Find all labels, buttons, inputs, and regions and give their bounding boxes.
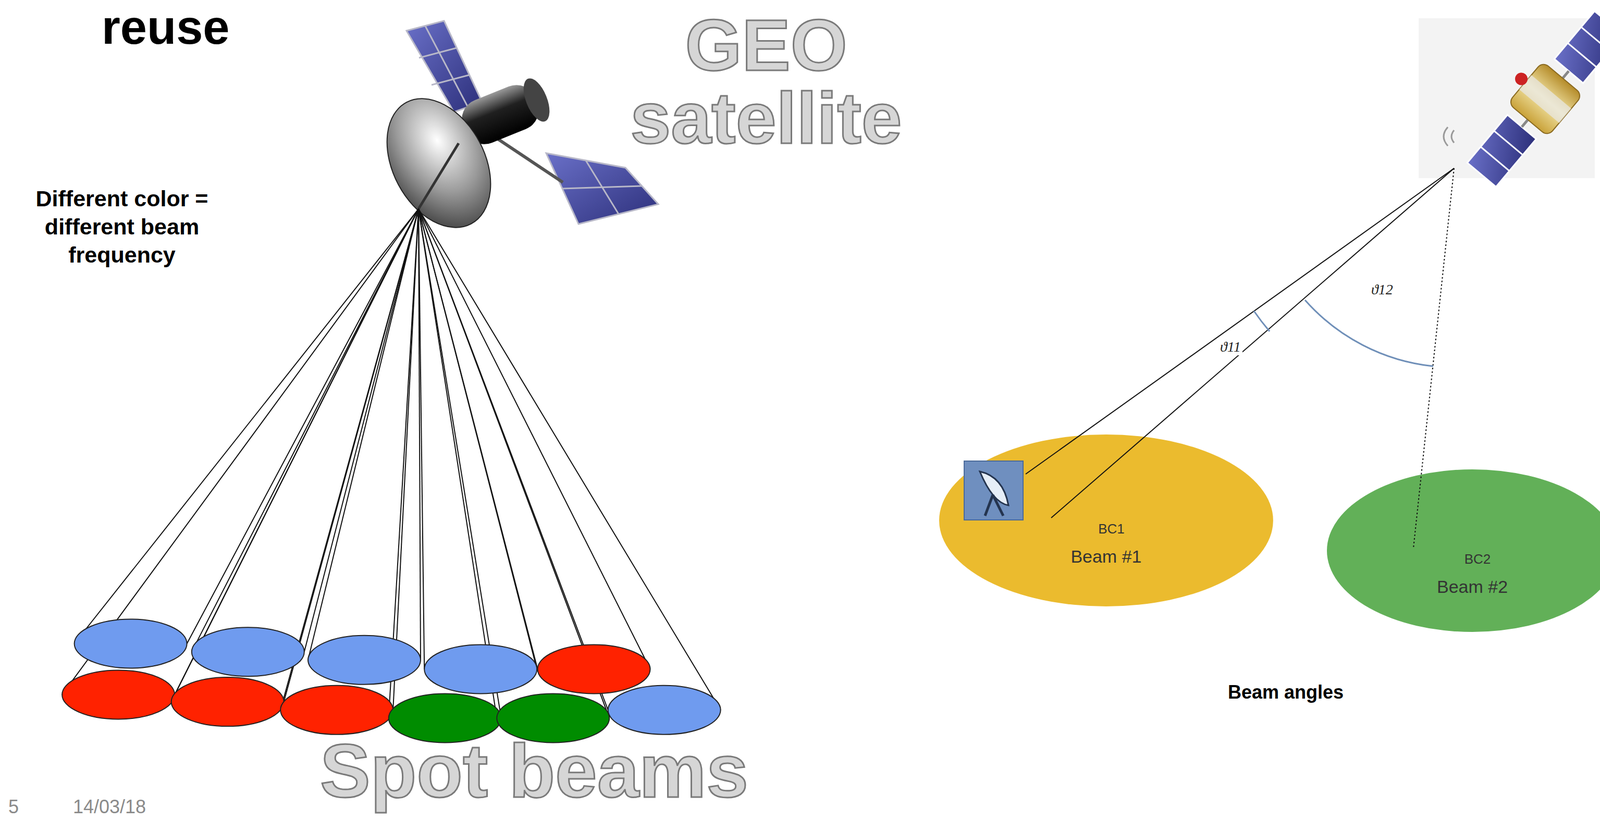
spot-beam [424, 644, 537, 694]
beam-footprint: BC1Beam #1 [938, 434, 1274, 608]
ellipse-outline [1326, 469, 1600, 633]
spot-beam [608, 685, 721, 735]
beam-edge-line [187, 208, 419, 644]
satellite-icon [1418, 0, 1600, 192]
spot-beam [191, 627, 305, 677]
beam-edge-line [418, 208, 610, 719]
slide-title-fragment: reuse [101, 0, 311, 56]
beam-name: Beam #1 [938, 546, 1274, 568]
spot-beam [74, 619, 188, 669]
angle-arc [1253, 311, 1270, 332]
ellipse-outline [938, 434, 1274, 608]
spot-beam [62, 670, 175, 720]
beam-edge-line [418, 208, 538, 670]
terminal-line [1025, 168, 1455, 475]
geo-satellite [365, 20, 659, 246]
beam-edge-line [280, 208, 419, 711]
beam-edge-line [392, 208, 419, 711]
spot-beam [308, 635, 421, 685]
color-note: Different color = different beam frequen… [2, 185, 242, 269]
angle-arc [1305, 300, 1434, 367]
figure-caption: Beam angles [1223, 681, 1349, 704]
slide-date: 14/03/18 [72, 796, 188, 818]
angle-symbol: ϑ11 [1218, 338, 1243, 356]
spot-beam [171, 677, 285, 727]
beam-edge-line [304, 208, 419, 652]
angle-symbol: ϑ12 [1369, 281, 1395, 299]
beam-ellipse [1326, 469, 1600, 633]
beam-edge-line [171, 208, 419, 703]
beam-edge-line [418, 208, 425, 670]
beam-edge-line [418, 208, 721, 711]
slide-number: 5 [8, 796, 40, 818]
beam-edge-line [74, 208, 419, 644]
beam-edge-line [418, 208, 651, 670]
beam-edge-line [418, 208, 497, 719]
spot-beam [280, 685, 393, 735]
beam-edge-line [308, 208, 419, 661]
beam-edge-line [418, 208, 609, 711]
beam-footprint: BC2Beam #2 [1326, 469, 1600, 633]
beam-edge-line [62, 208, 419, 695]
beam-edge-line [418, 208, 502, 719]
beam-center-label: BC1 [943, 521, 1279, 538]
satellite-title: GEO satellite [609, 8, 923, 155]
beam-name: Beam #2 [1326, 576, 1600, 598]
spot-beam [537, 644, 651, 694]
spot-beams-title: Spot beams [291, 733, 777, 810]
beam-ellipse [939, 434, 1274, 607]
spot-beams [62, 208, 721, 743]
beam-center-label: BC2 [1331, 551, 1600, 568]
beam-edge-line [191, 208, 419, 652]
